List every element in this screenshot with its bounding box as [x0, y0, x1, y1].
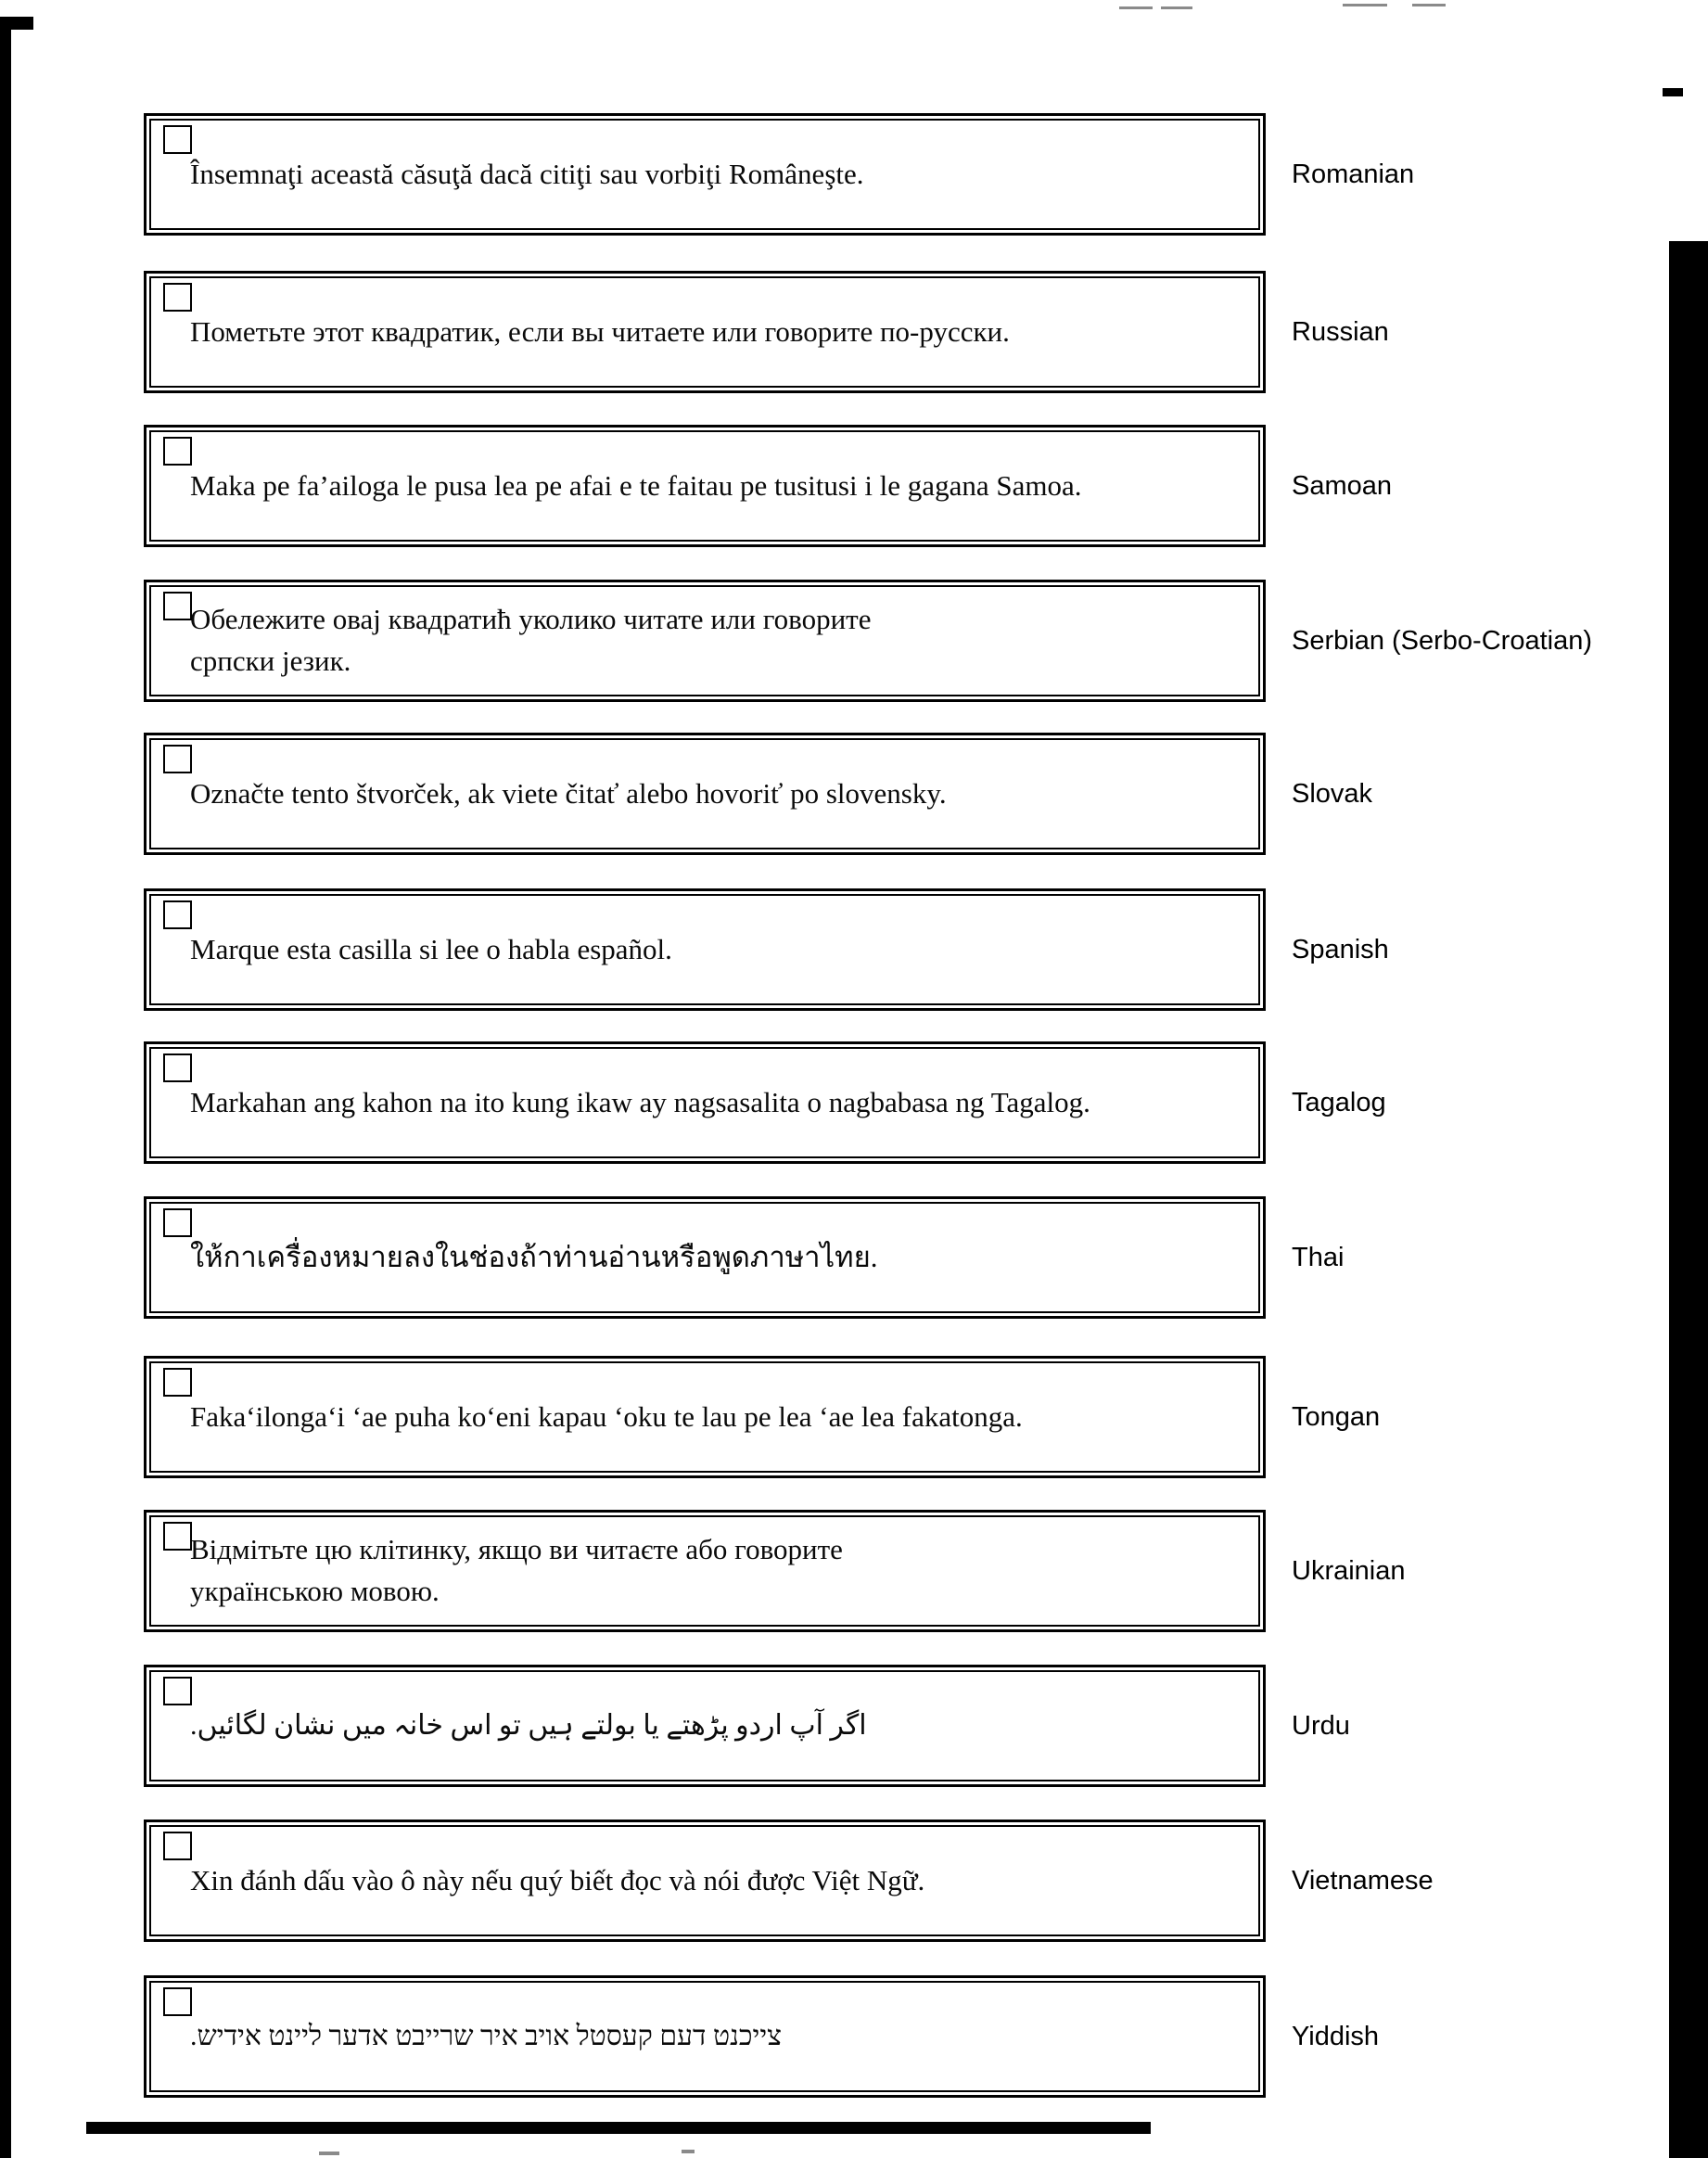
language-statement-box: Пометьте этот квадратик, если вы читаете…	[144, 271, 1266, 393]
language-row-vietnamese: Xin đánh dấu vào ô này nếu quý biết đọc …	[144, 1820, 1434, 1942]
language-checkbox[interactable]	[163, 745, 192, 773]
language-statement-box: ให้กาเครื่องหมายลงในช่องถ้าท่านอ่านหรือพ…	[144, 1196, 1266, 1319]
language-statement-inner-border: Marque esta casilla si lee o habla españ…	[149, 894, 1260, 1005]
language-statement-box: Faka‘ilonga‘i ‘ae puha ko‘eni kapau ‘oku…	[144, 1356, 1266, 1478]
language-statement-box: اگر آپ اردو پڑھتے یا بولتے ہیں تو اس خان…	[144, 1665, 1266, 1787]
language-label: Serbian (Serbo-Croatian)	[1292, 625, 1592, 656]
language-label: Tongan	[1292, 1401, 1381, 1432]
language-statement-box: Markahan ang kahon na ito kung ikaw ay n…	[144, 1041, 1266, 1164]
language-statement: Faka‘ilonga‘i ‘ae puha ko‘eni kapau ‘oku…	[190, 1399, 1023, 1433]
language-statement: Însemnaţi această căsuţă dacă citiţi sau…	[190, 157, 864, 190]
language-statement: ให้กาเครื่องหมายลงในช่องถ้าท่านอ่านหรือพ…	[190, 1240, 878, 1273]
language-row-yiddish: צייכנט דעם קעסטל אויב איר שרייבט אדער לי…	[144, 1975, 1379, 2098]
language-checkbox[interactable]	[163, 1208, 192, 1237]
scan-mark-bottom-bar	[86, 2122, 1151, 2134]
scan-mark-top-dash-1	[1119, 6, 1153, 9]
language-label: Vietnamese	[1292, 1865, 1434, 1896]
language-label: Russian	[1292, 316, 1389, 347]
language-row-spanish: Marque esta casilla si lee o habla españ…	[144, 888, 1389, 1011]
language-row-slovak: Označte tento štvorček, ak viete čitať a…	[144, 733, 1372, 855]
language-row-tagalog: Markahan ang kahon na ito kung ikaw ay n…	[144, 1041, 1386, 1164]
language-statement: Markahan ang kahon na ito kung ikaw ay n…	[190, 1085, 1090, 1118]
language-statement-box: Обележите овај квадратић уколико читате …	[144, 580, 1266, 702]
language-row-serbian: Обележите овај квадратић уколико читате …	[144, 580, 1592, 702]
language-label: Urdu	[1292, 1710, 1350, 1741]
language-statement-box: Maka pe fa’ailoga le pusa lea pe afai e …	[144, 425, 1266, 547]
language-label: Yiddish	[1292, 2021, 1380, 2051]
language-statement-box: Відмітьте цю клітинку, якщо ви читаєте а…	[144, 1510, 1266, 1632]
language-statement-inner-border: Markahan ang kahon na ito kung ikaw ay n…	[149, 1047, 1260, 1158]
language-row-samoan: Maka pe fa’ailoga le pusa lea pe afai e …	[144, 425, 1392, 547]
language-statement-box: צייכנט דעם קעסטל אויב איר שרייבט אדער לי…	[144, 1975, 1266, 2098]
language-statement: Maka pe fa’ailoga le pusa lea pe afai e …	[190, 468, 1082, 502]
language-checkbox[interactable]	[163, 1987, 192, 2016]
language-checkbox[interactable]	[163, 592, 192, 620]
language-label: Ukrainian	[1292, 1555, 1406, 1586]
language-row-russian: Пометьте этот квадратик, если вы читаете…	[144, 271, 1389, 393]
language-checkbox[interactable]	[163, 1522, 192, 1551]
language-checkbox[interactable]	[163, 283, 192, 312]
language-statement-inner-border: اگر آپ اردو پڑھتے یا بولتے ہیں تو اس خان…	[149, 1670, 1260, 1781]
language-statement-box: Označte tento štvorček, ak viete čitať a…	[144, 733, 1266, 855]
language-label: Spanish	[1292, 934, 1389, 964]
language-statement: צייכנט דעם קעסטל אויב איר שרייבט אדער לי…	[190, 2021, 782, 2052]
language-statement-inner-border: Відмітьте цю клітинку, якщо ви читаєте а…	[149, 1515, 1260, 1627]
language-row-romanian: Însemnaţi această căsuţă dacă citiţi sau…	[144, 113, 1414, 236]
scan-mark-top-dash-4	[1412, 4, 1446, 6]
language-statement-inner-border: Maka pe fa’ailoga le pusa lea pe afai e …	[149, 430, 1260, 542]
scan-mark-top-dash-3	[1343, 4, 1387, 6]
language-statement: Пометьте этот квадратик, если вы читаете…	[190, 314, 1010, 348]
language-statement-inner-border: צייכנט דעם קעסטל אויב איר שרייבט אדער לי…	[149, 1981, 1260, 2092]
scan-mark-left-corner	[0, 17, 33, 30]
language-row-urdu: اگر آپ اردو پڑھتے یا بولتے ہیں تو اس خان…	[144, 1665, 1350, 1787]
language-checkbox[interactable]	[163, 1677, 192, 1705]
language-label: Romanian	[1292, 159, 1415, 189]
language-statement: Обележите овај квадратић уколико читате …	[190, 603, 872, 677]
language-statement: Xin đánh dấu vào ô này nếu quý biết đọc …	[190, 1863, 925, 1896]
language-label: Tagalog	[1292, 1087, 1386, 1117]
language-label: Thai	[1292, 1242, 1345, 1272]
language-statement-inner-border: Označte tento štvorček, ak viete čitať a…	[149, 738, 1260, 849]
scan-mark-left-edge	[0, 17, 11, 2158]
language-statement-inner-border: Xin đánh dấu vào ô này nếu quý biết đọc …	[149, 1825, 1260, 1936]
language-row-ukrainian: Відмітьте цю клітинку, якщо ви читаєте а…	[144, 1510, 1406, 1632]
language-statement: اگر آپ اردو پڑھتے یا بولتے ہیں تو اس خان…	[190, 1710, 867, 1742]
language-statement: Označte tento štvorček, ak viete čitať a…	[190, 776, 947, 810]
scan-mark-bottom-dash-2	[682, 2150, 695, 2153]
language-statement-inner-border: Обележите овај квадратић уколико читате …	[149, 585, 1260, 696]
language-row-thai: ให้กาเครื่องหมายลงในช่องถ้าท่านอ่านหรือพ…	[144, 1196, 1344, 1319]
language-checkbox[interactable]	[163, 1053, 192, 1082]
language-statement-inner-border: Faka‘ilonga‘i ‘ae puha ko‘eni kapau ‘oku…	[149, 1361, 1260, 1473]
language-statement-box: Xin đánh dấu vào ô này nếu quý biết đọc …	[144, 1820, 1266, 1942]
language-checkbox[interactable]	[163, 437, 192, 466]
scan-mark-top-dash-2	[1161, 6, 1192, 9]
language-statement-inner-border: ให้กาเครื่องหมายลงในช่องถ้าท่านอ่านหรือพ…	[149, 1202, 1260, 1313]
language-statement-inner-border: Пометьте этот квадратик, если вы читаете…	[149, 276, 1260, 388]
language-label: Samoan	[1292, 470, 1393, 501]
language-statement-inner-border: Însemnaţi această căsuţă dacă citiţi sau…	[149, 119, 1260, 230]
scan-mark-right-bar	[1669, 241, 1708, 2158]
language-row-tongan: Faka‘ilonga‘i ‘ae puha ko‘eni kapau ‘oku…	[144, 1356, 1380, 1478]
language-statement-box: Însemnaţi această căsuţă dacă citiţi sau…	[144, 113, 1266, 236]
language-statement: Marque esta casilla si lee o habla españ…	[190, 932, 672, 965]
language-label: Slovak	[1292, 778, 1373, 809]
language-statement-box: Marque esta casilla si lee o habla españ…	[144, 888, 1266, 1011]
scan-mark-right-dash	[1663, 88, 1683, 96]
language-statement: Відмітьте цю клітинку, якщо ви читаєте а…	[190, 1533, 843, 1607]
language-checkbox[interactable]	[163, 900, 192, 929]
scan-mark-bottom-dash-1	[319, 2152, 339, 2155]
language-checkbox[interactable]	[163, 1832, 192, 1860]
language-checkbox[interactable]	[163, 1368, 192, 1397]
language-checkbox[interactable]	[163, 125, 192, 154]
